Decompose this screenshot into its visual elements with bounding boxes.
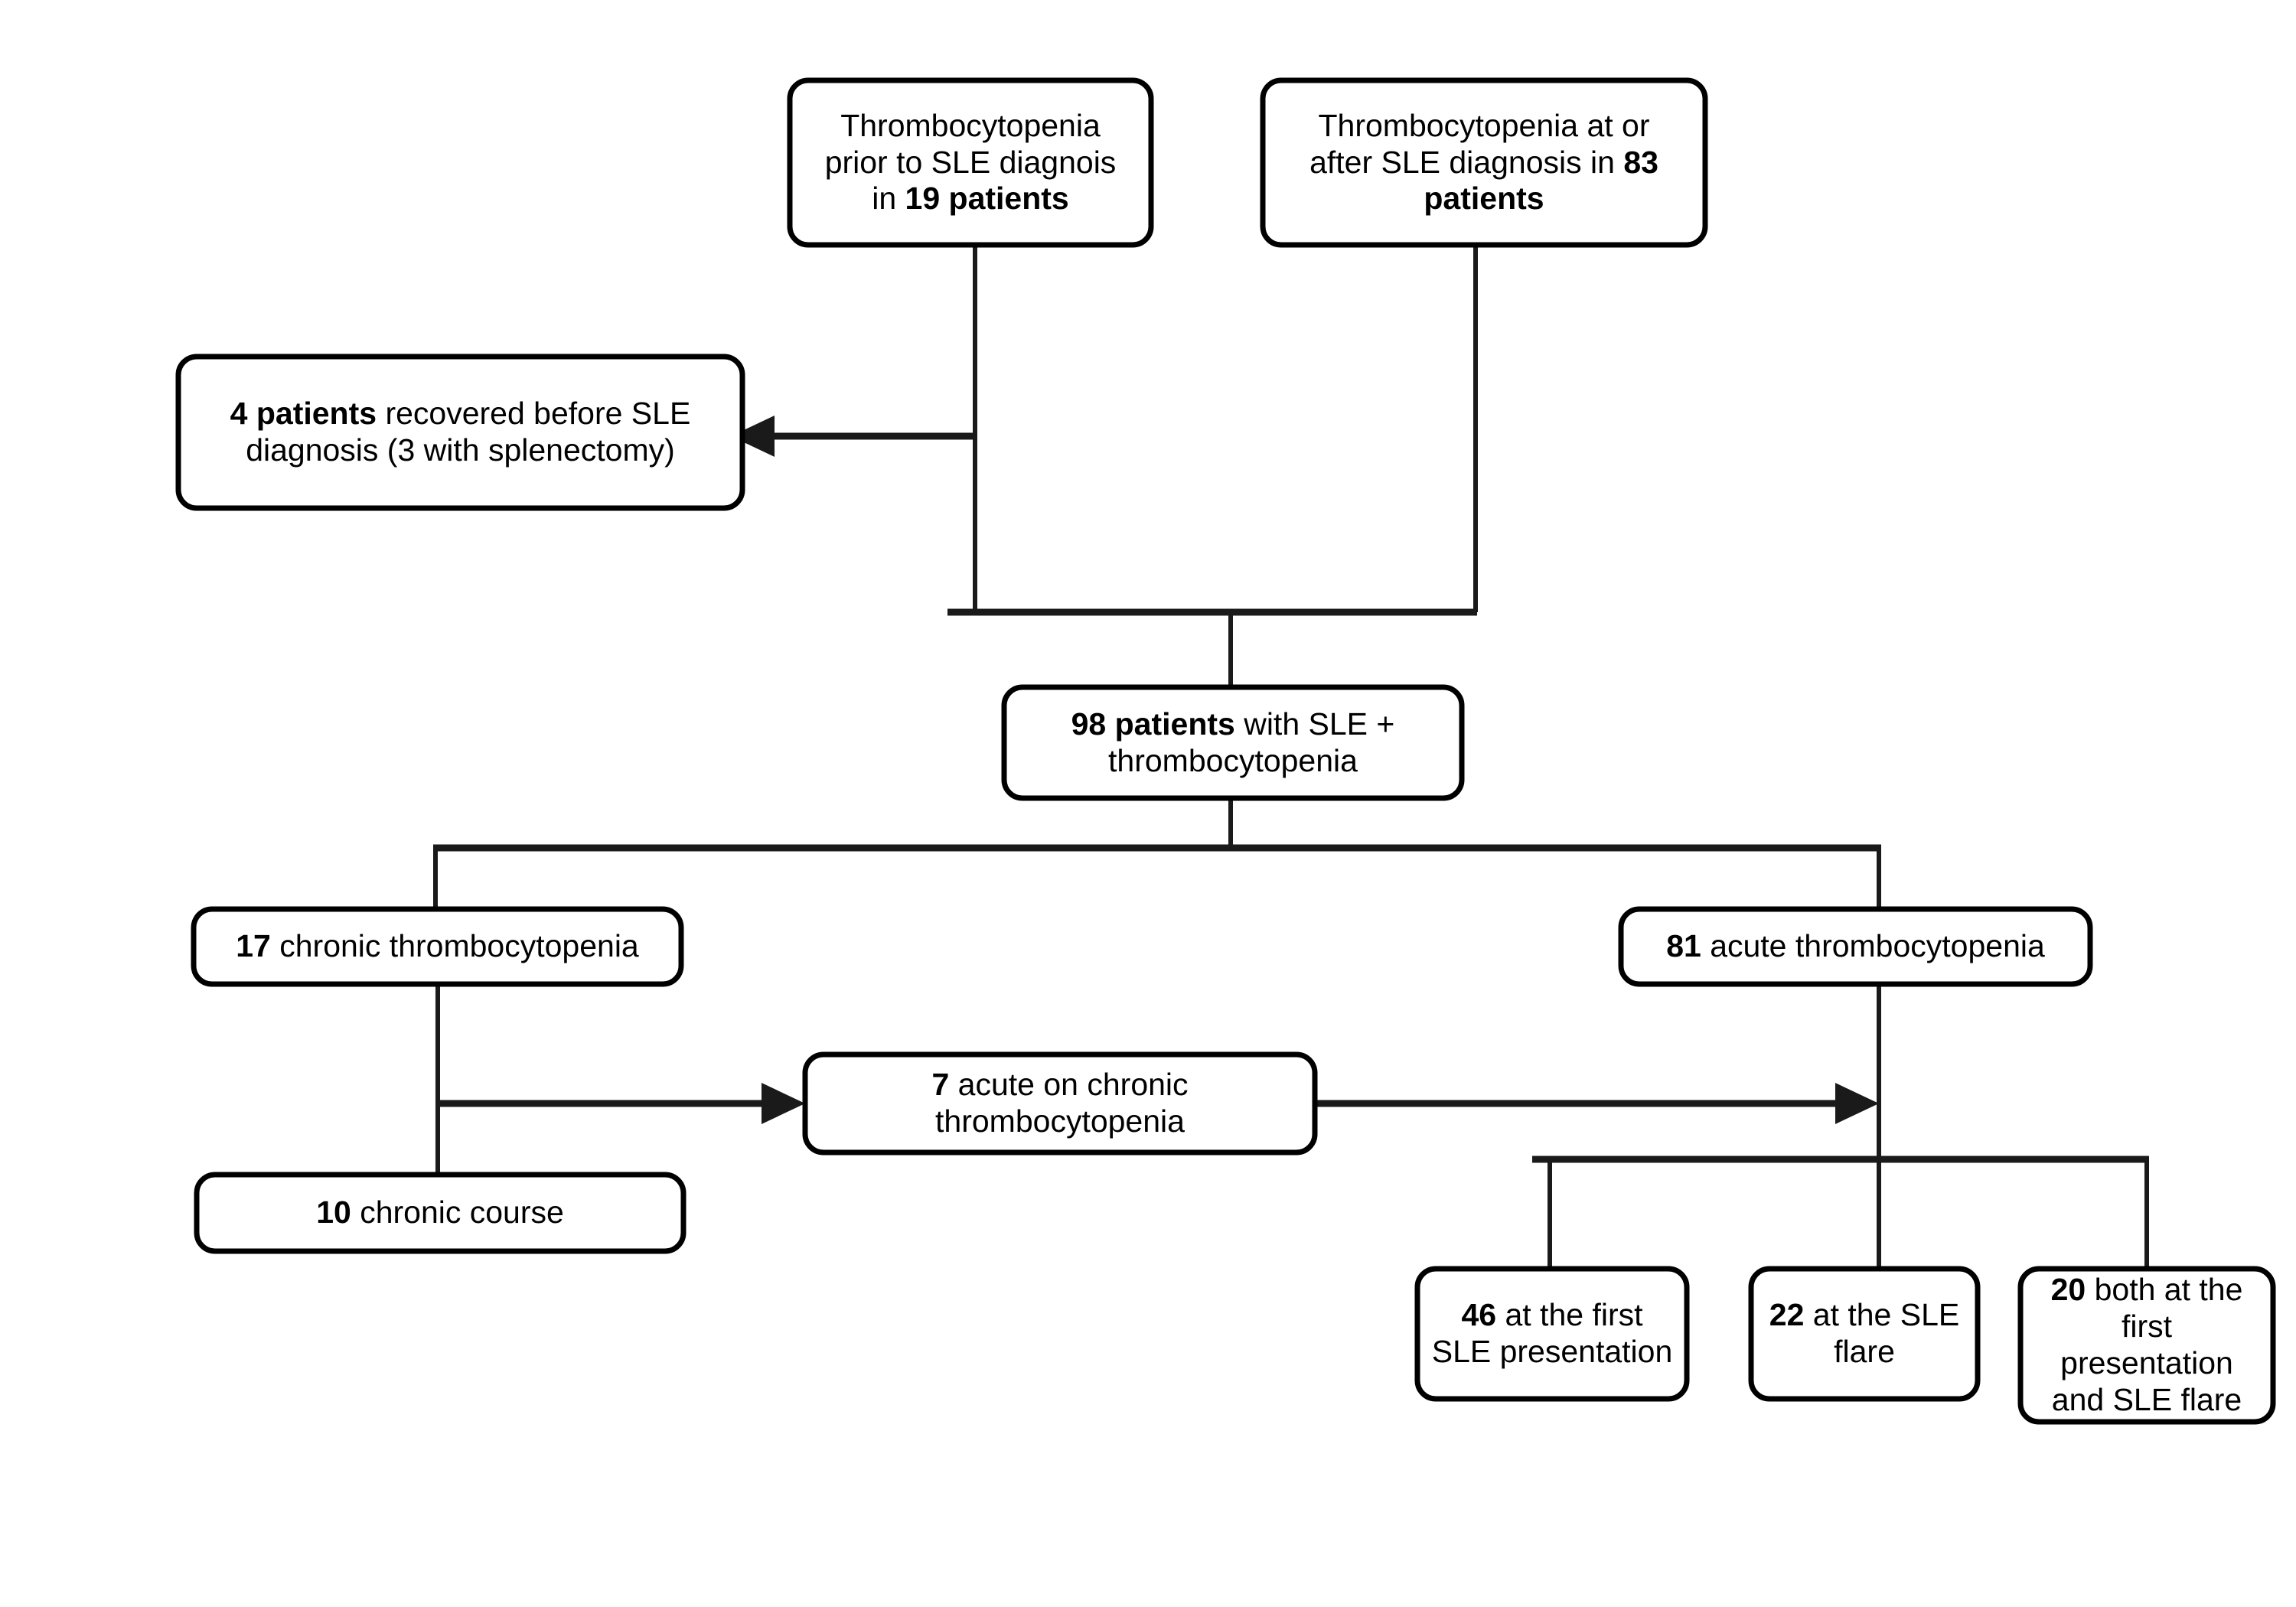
- both-presentation-and-flare-box[interactable]: [2017, 1266, 2276, 1425]
- total-patients-box[interactable]: [1001, 684, 1465, 801]
- connector-layer: [433, 245, 2149, 1270]
- chronic-thrombocytopenia-box[interactable]: [191, 906, 684, 987]
- first-sle-presentation-box[interactable]: [1414, 1266, 1690, 1402]
- node-layer: [175, 77, 2276, 1425]
- recovered-before-diagnosis-box[interactable]: [175, 354, 745, 511]
- sle-flare-box[interactable]: [1748, 1266, 1981, 1402]
- chronic-course-box[interactable]: [194, 1172, 687, 1254]
- edge-aoc-to-acute-arrowhead: [1835, 1083, 1879, 1124]
- acute-on-chronic-box[interactable]: [802, 1051, 1318, 1156]
- thrombocytopenia-prior-box[interactable]: [787, 77, 1154, 248]
- edge-prior-to-recovered-arrowhead: [731, 416, 775, 457]
- acute-thrombocytopenia-box[interactable]: [1618, 906, 2093, 987]
- edge-chronic-to-aoc-arrowhead: [762, 1083, 805, 1124]
- thrombocytopenia-at-or-after-box[interactable]: [1260, 77, 1708, 248]
